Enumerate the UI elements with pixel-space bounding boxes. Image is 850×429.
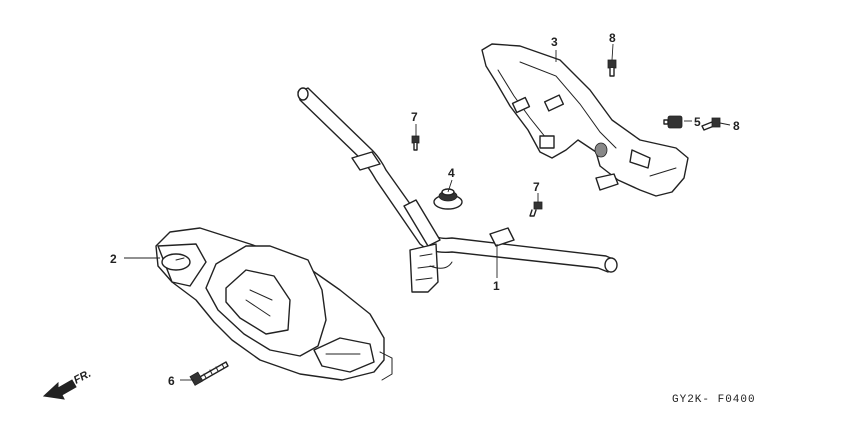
front-handle-cover [155, 227, 393, 381]
front-direction-arrow: FR. [42, 368, 93, 400]
callout-8-top: 8 [609, 31, 616, 45]
callout-2: 2 [110, 252, 117, 266]
nut-5 [663, 115, 683, 129]
callout-7-lower: 7 [533, 180, 540, 194]
grommet-part [433, 188, 463, 210]
callouts: 1 2 3 4 5 6 7 7 8 8 [110, 31, 740, 388]
screw-8-right [701, 117, 721, 131]
callout-8-right: 8 [733, 119, 740, 133]
callout-7-upper: 7 [411, 110, 418, 124]
screw-6 [189, 361, 229, 386]
screw-7-upper [411, 135, 420, 151]
direction-label: FR. [72, 368, 93, 387]
rear-handle-cover [481, 43, 689, 197]
callout-5: 5 [694, 115, 701, 129]
callout-4: 4 [448, 166, 455, 180]
leader-lines [124, 43, 731, 381]
handlebar-pipe [297, 87, 618, 293]
screw-8-top [607, 59, 617, 77]
callout-3: 3 [551, 35, 558, 49]
screw-7-lower [529, 201, 543, 217]
drawing-code: GY2K- F0400 [672, 394, 756, 406]
callout-6: 6 [168, 374, 175, 388]
callout-1: 1 [493, 279, 500, 293]
